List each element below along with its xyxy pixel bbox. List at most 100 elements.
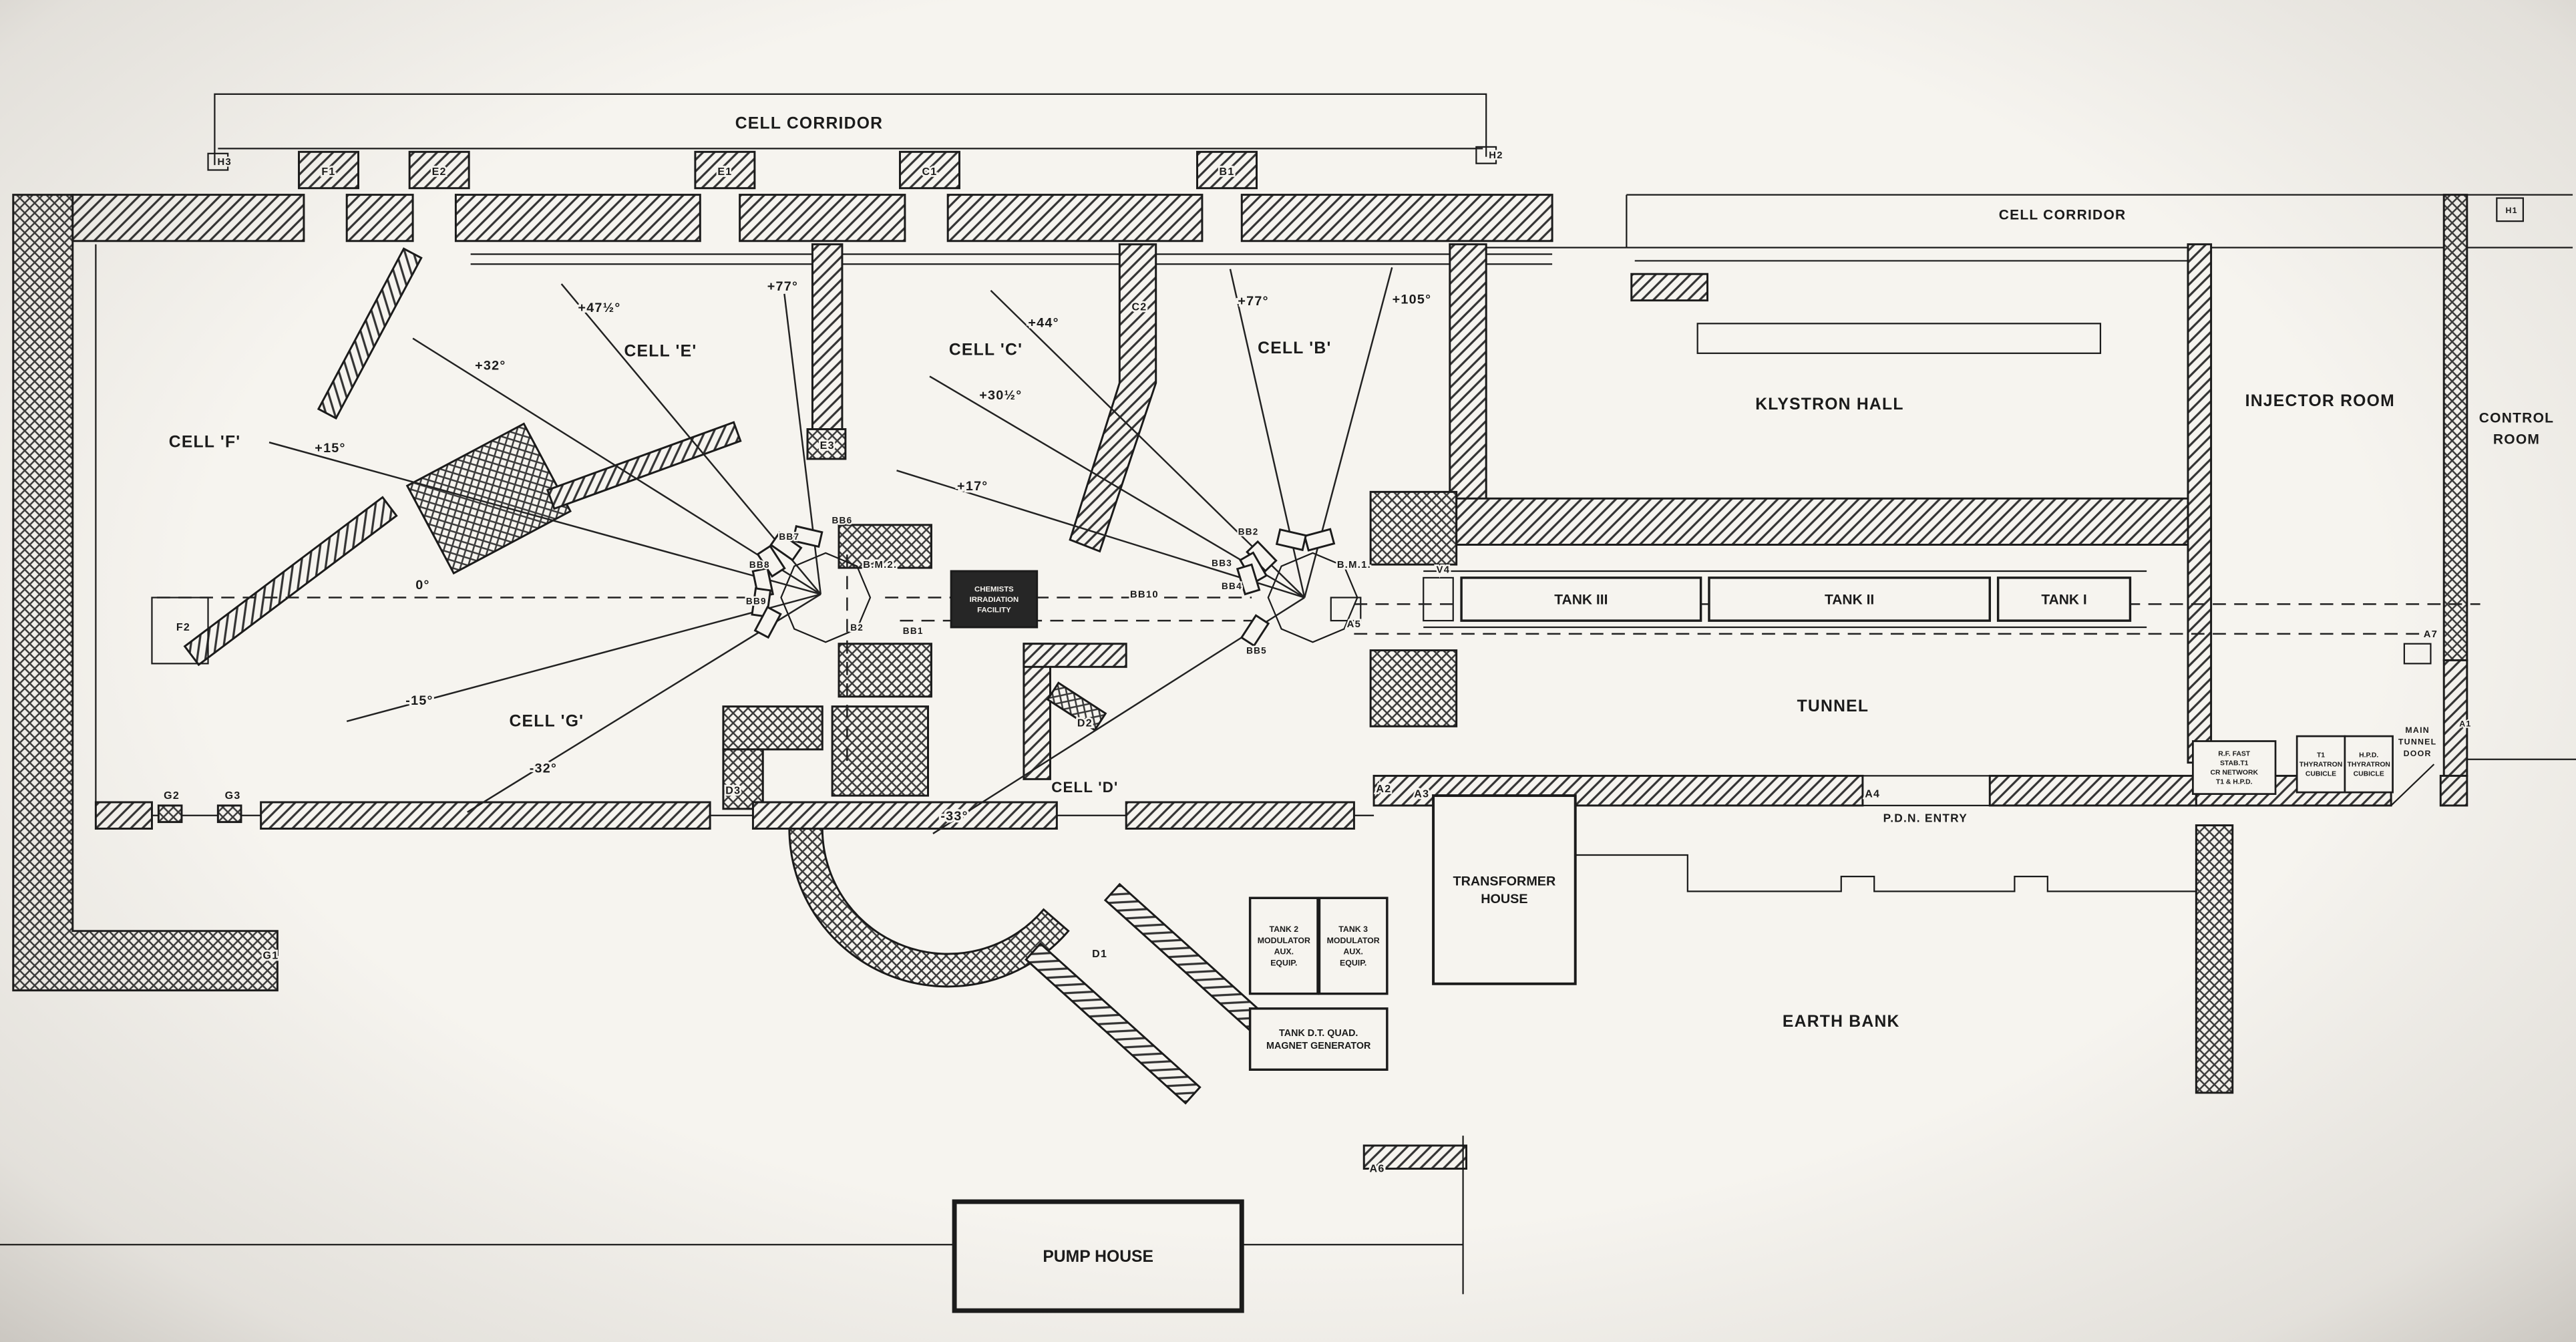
tank3-modulator-box-label: EQUIP. (1340, 958, 1366, 967)
label-angle-p105: +105° (1393, 293, 1432, 307)
central-shield-mass (722, 705, 823, 751)
label-tunnel: TUNNEL (1797, 697, 1869, 715)
klystron-equipment-row (1696, 323, 2102, 354)
label-angle-p30: +30½° (979, 388, 1022, 403)
beam-line (346, 593, 821, 723)
beam-magnets (751, 525, 1336, 647)
label-angle-p44: +44° (1028, 315, 1059, 330)
beam-line (896, 470, 1305, 599)
label-bb3: BB3 (1212, 558, 1232, 568)
g3-block (216, 804, 242, 824)
tank-3-box-rect (1460, 576, 1702, 622)
dt-quad-generator-box: TANK D.T. QUAD.MAGNET GENERATOR (1248, 1007, 1389, 1071)
ground-lines (0, 1136, 1464, 1295)
label-bm2: B.M.2. (863, 560, 897, 570)
shield-slab (183, 496, 398, 667)
transformer-house-label: TRANSFORMER (1453, 874, 1556, 888)
label-bb2: BB2 (1238, 527, 1259, 537)
label-d3: D3 (725, 785, 741, 797)
label-b1: B1 (1220, 166, 1235, 178)
label-v4: V4 (1437, 564, 1451, 575)
wall-cell-d-top (1023, 643, 1127, 668)
tunnel-mouth-top (1369, 490, 1458, 566)
label-angle-p47: +47½° (578, 301, 620, 315)
main-tunnel-door-swing (2390, 764, 2435, 806)
wall-left-outer (12, 194, 279, 992)
tank3-modulator-box-label: TANK 3 (1338, 925, 1368, 934)
label-cell-e: CELL 'E' (624, 343, 697, 361)
tank-3-box: TANK III (1460, 576, 1702, 622)
beam-line (268, 442, 821, 595)
rf-fast-stab-box-label: STAB.T1 (2220, 760, 2249, 768)
wall-injector-left (2187, 243, 2213, 764)
cell-entrance-block-f1 (298, 150, 360, 190)
tank2-modulator-box-rect (1248, 896, 1319, 995)
wall-hall-bottom (260, 801, 711, 830)
central-shield-top (838, 524, 932, 569)
v4-box (1423, 576, 1454, 622)
label-bb9: BB9 (746, 596, 767, 606)
tank-2-box: TANK II (1708, 576, 1992, 622)
equipment-boxes: TANK III TANK II TANK I PUMP HOUSE TRANSFORM… (950, 570, 2394, 1313)
label-main: MAIN (2405, 725, 2429, 735)
cell-entrance-block-c1 (898, 150, 960, 190)
label-bb8: BB8 (749, 560, 770, 570)
cell-corridor-left-outline (214, 93, 1487, 166)
label-d2: D2 (1077, 717, 1093, 729)
label-b2: B2 (850, 623, 864, 633)
shield-door-rails (470, 253, 1553, 265)
hpd-thyratron-cubicle-rect (2344, 735, 2394, 794)
wall-top-band (946, 194, 1204, 242)
label-angle-p15: +15° (315, 441, 345, 456)
tank-1-box: TANK I (1996, 576, 2132, 622)
dt-quad-generator-box-rect (1248, 1007, 1389, 1071)
label-e3: E3 (820, 440, 835, 452)
label-bb1: BB1 (903, 626, 924, 636)
wall-top-band (739, 194, 906, 242)
transformer-house-label: HOUSE (1481, 892, 1527, 906)
shield-slab (317, 247, 423, 420)
label-bb10: BB10 (1130, 590, 1159, 601)
label-bb5: BB5 (1246, 646, 1267, 656)
tank-1-box-label: TANK I (2041, 592, 2086, 607)
dt-quad-generator-box-label: TANK D.T. QUAD. (1279, 1028, 1358, 1039)
label-c1: C1 (922, 166, 937, 178)
rf-fast-stab-box-label: R.F. FAST (2218, 751, 2251, 758)
label-a1: A1 (2459, 719, 2471, 728)
label-cell-b: CELL 'B' (1258, 339, 1331, 357)
cell-corridor-right-outline (1626, 194, 2573, 248)
curved-shield-wall (788, 828, 1070, 988)
tank2-modulator-box-label: EQUIP. (1270, 958, 1297, 967)
label-cell-corridor-right: CELL CORRIDOR (1999, 208, 2127, 223)
hpd-thyratron-cubicle-label: THYRATRON (2348, 762, 2390, 769)
label-a6: A6 (1370, 1162, 1385, 1174)
pdn-entry-opening (1862, 775, 1990, 807)
label-angle-m15: -15° (405, 693, 433, 708)
wall-top-band (345, 194, 414, 242)
wall-tunnel-bottom (2439, 774, 2468, 807)
chemists-irradiation-facility-label: FACILITY (977, 606, 1011, 614)
label-tunnel-door-1: TUNNEL (2398, 737, 2436, 746)
tank-2-box-label: TANK II (1825, 592, 1874, 607)
beam-magnet (1240, 614, 1270, 647)
label-angle-p77-right: +77° (1238, 294, 1268, 309)
pump-house-label: PUMP HOUSE (1043, 1248, 1153, 1266)
label-f1: F1 (321, 166, 335, 178)
h3-marker (207, 152, 229, 171)
label-f2: F2 (176, 621, 190, 633)
label-bb6: BB6 (832, 515, 853, 525)
wall-hall-bottom (751, 801, 1058, 830)
h2-marker (1475, 146, 1497, 164)
wall-cell-b-right (1449, 243, 1487, 503)
label-bb4: BB4 (1222, 581, 1242, 591)
label-angle-p32: +32° (475, 359, 506, 373)
wall-injector-right-lower (2442, 659, 2468, 777)
earth-bank-right-wall (2195, 824, 2234, 1094)
central-shield-mass (722, 748, 764, 810)
